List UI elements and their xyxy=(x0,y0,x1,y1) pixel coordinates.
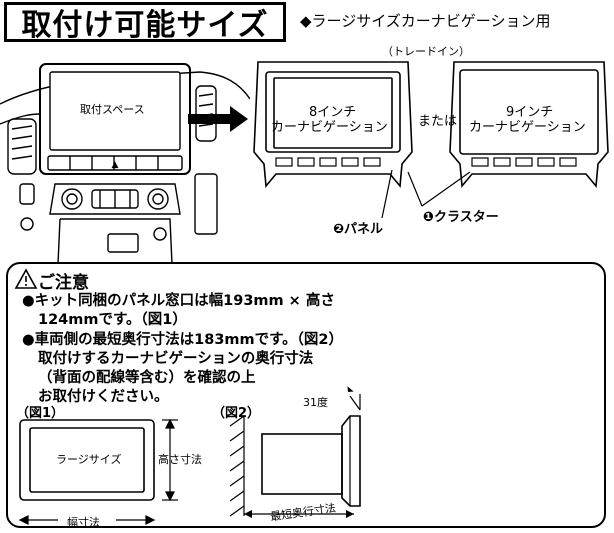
trade-in-label: （トレードイン） xyxy=(382,45,470,58)
callout-leaders xyxy=(381,169,471,219)
unit-9inch-line1: 9インチ xyxy=(506,105,554,120)
fig1-height-label: 高さ寸法 xyxy=(158,453,202,466)
warning-icon xyxy=(14,268,38,289)
caution-line-2: 124mmです。（図1） xyxy=(38,312,187,328)
caution-title: ご注意 xyxy=(38,273,89,293)
cluster-callout: ❶クラスター xyxy=(423,210,499,225)
caution-line-5: （背面の配線等含む）を確認の上 xyxy=(38,370,256,386)
caution-box xyxy=(6,262,606,528)
unit-9inch-line2: カーナビゲーション xyxy=(469,120,586,135)
fig1-width-label: 幅寸法 xyxy=(67,516,100,529)
page-subtitle: ◆ラージサイズカーナビゲーション用 xyxy=(300,12,551,30)
fig2-label: （図2） xyxy=(212,406,261,421)
caution-line-6: お取付けください。 xyxy=(38,389,169,405)
fig1-box-label: ラージサイズ xyxy=(56,453,122,466)
unit-8inch-line2: カーナビゲーション xyxy=(271,120,388,135)
right-arrow-icon xyxy=(188,106,248,132)
cluster-panel-9inch xyxy=(449,61,609,188)
fig2-angle-label: 31度 xyxy=(303,396,328,409)
caution-line-4: 取付けするカーナビゲーションの奥行寸法 xyxy=(38,351,314,367)
page-title: 取付け可能サイズ xyxy=(4,2,286,43)
caution-line-3: ●車両側の最短奥行寸法は183mmです。（図2） xyxy=(22,332,344,348)
install-space-label: 取付スペース xyxy=(80,103,145,116)
fig1-label: （図1） xyxy=(16,406,65,421)
unit-8inch-line1: 8インチ xyxy=(309,105,357,120)
fig2-diagram xyxy=(229,386,361,518)
panel-callout: ❷パネル xyxy=(333,222,384,237)
dashboard-illustration: ▲ xyxy=(0,63,250,264)
or-label: または xyxy=(418,114,458,129)
caution-line-1: ●キット同梱のパネル窓口は幅193mm × 高さ xyxy=(22,293,335,309)
hazard-icon: ▲ xyxy=(112,160,119,170)
cluster-panel-8inch xyxy=(253,61,413,188)
fig1-diagram xyxy=(18,418,178,525)
